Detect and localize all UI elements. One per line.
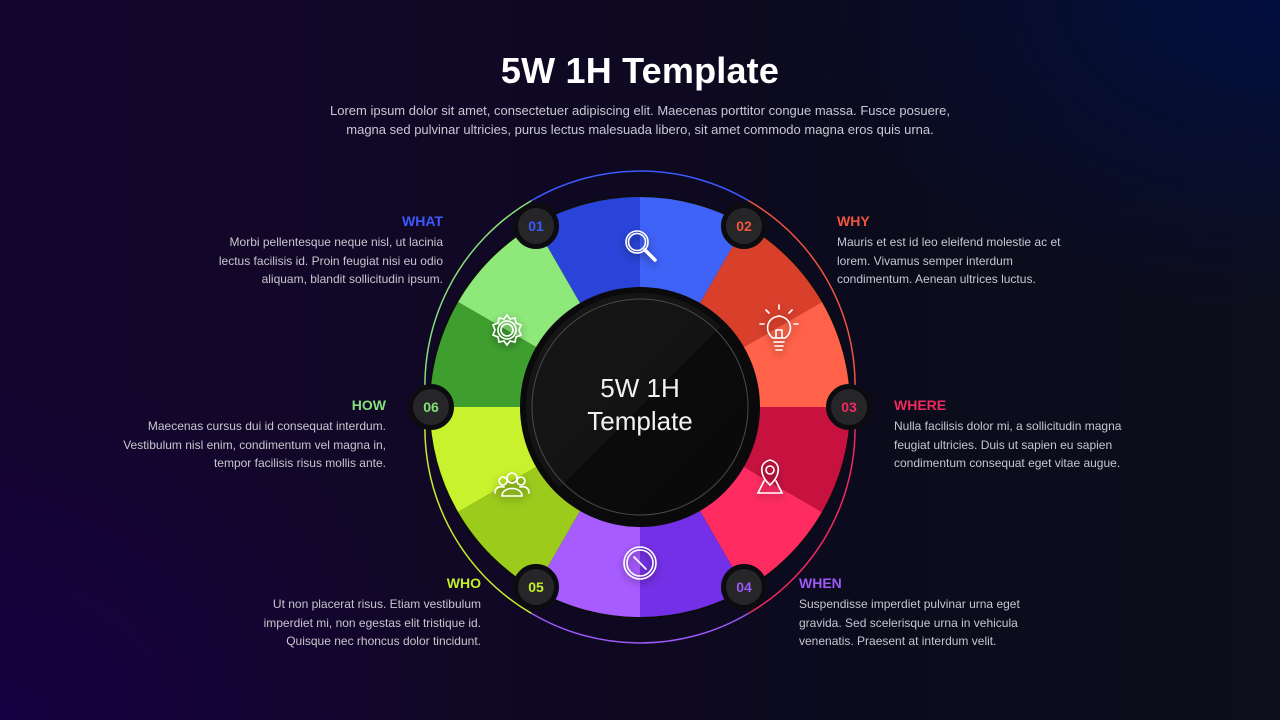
- item-who-heading: WHO: [446, 575, 481, 591]
- item-when: WHEN Suspendisse imperdiet pulvinar urna…: [799, 574, 1099, 651]
- item-how-heading: HOW: [351, 397, 386, 413]
- item-what-heading: WHAT: [402, 213, 443, 229]
- item-what-body: Morbi pellentesque neque nisl, ut lacini…: [218, 235, 443, 286]
- item-who: WHO Ut non placerat risus. Etiam vestibu…: [181, 574, 481, 651]
- badge-01: 01: [513, 203, 559, 249]
- item-who-body: Ut non placerat risus. Etiam vestibulum …: [263, 597, 481, 648]
- center-label: 5W 1H Template: [540, 372, 740, 438]
- item-how: HOW Maecenas cursus dui id consequat int…: [86, 396, 386, 473]
- item-what: WHAT Morbi pellentesque neque nisl, ut l…: [143, 212, 443, 289]
- badge-05: 05: [513, 564, 559, 610]
- item-why-heading: WHY: [837, 213, 870, 229]
- center-label-line-2: Template: [587, 406, 693, 436]
- subtitle-line-2: magna sed pulvinar ultricies, purus lect…: [346, 122, 934, 137]
- item-when-heading: WHEN: [799, 575, 842, 591]
- location-pin-icon: [756, 459, 784, 494]
- badge-03: 03: [826, 384, 872, 430]
- gear-icon: [491, 313, 523, 347]
- center-hub: [526, 293, 754, 521]
- item-where-body: Nulla facilisis dolor mi, a sollicitudin…: [894, 419, 1122, 470]
- item-why-body: Mauris et est id leo eleifend molestie a…: [837, 235, 1061, 286]
- slide-title: 5W 1H Template: [500, 50, 780, 91]
- users-icon: [494, 472, 530, 497]
- item-how-body: Maecenas cursus dui id consequat interdu…: [123, 419, 386, 470]
- center-label-line-1: 5W 1H: [600, 373, 680, 403]
- item-where: WHERE Nulla facilisis dolor mi, a sollic…: [894, 396, 1194, 473]
- clock-icon: [623, 546, 657, 580]
- outer-ring-arcs: [424, 170, 856, 644]
- item-why: WHY Mauris et est id leo eleifend molest…: [837, 212, 1137, 289]
- subtitle-line-1: Lorem ipsum dolor sit amet, consectetuer…: [330, 103, 950, 118]
- badge-06: 06: [408, 384, 454, 430]
- search-icon: [625, 230, 657, 262]
- item-where-heading: WHERE: [894, 397, 947, 413]
- item-when-body: Suspendisse imperdiet pulvinar urna eget…: [799, 597, 1020, 648]
- lightbulb-icon: [759, 304, 799, 351]
- badge-04: 04: [721, 564, 767, 610]
- slide-subtitle: Lorem ipsum dolor sit amet, consectetuer…: [290, 101, 990, 139]
- badge-02: 02: [721, 203, 767, 249]
